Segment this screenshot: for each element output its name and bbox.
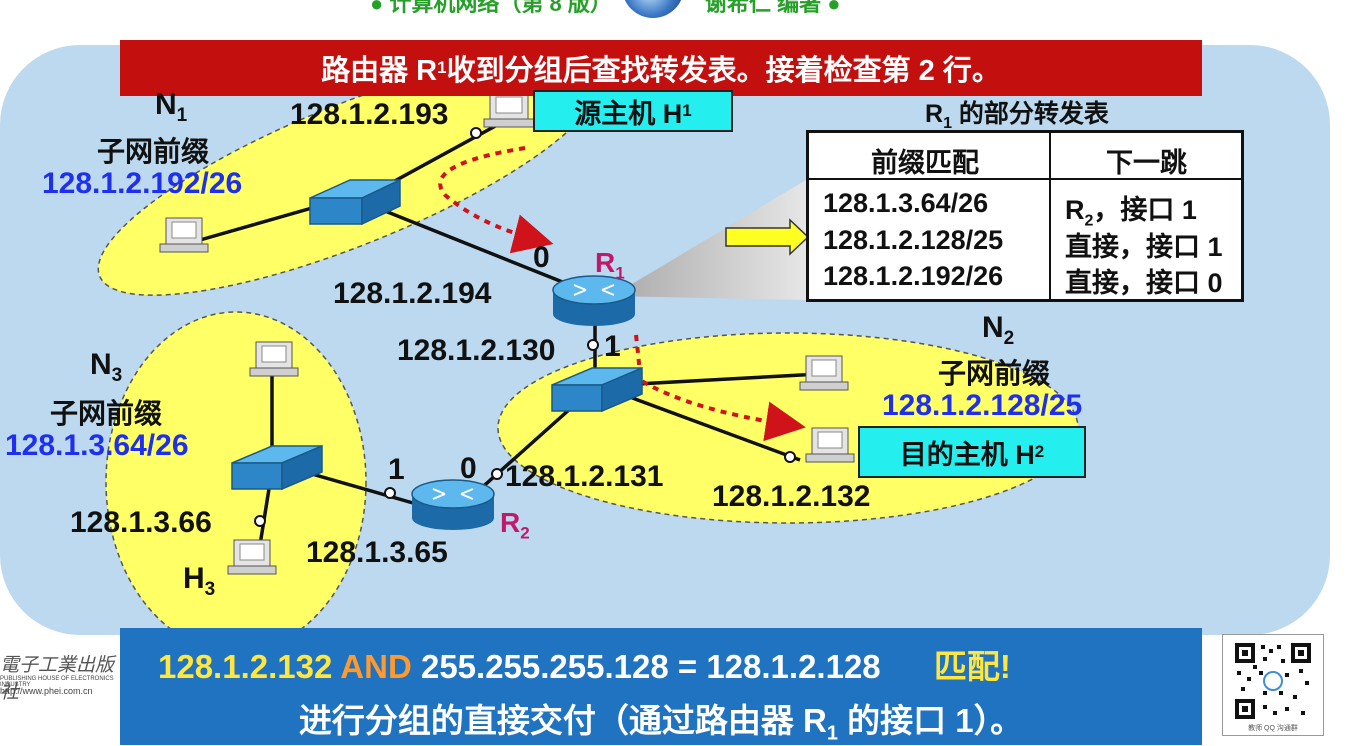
r1-port-1: 1 [604,330,621,363]
qr-code: 教师 QQ 沟通群 [1222,634,1324,736]
and-dest-address: 128.1.2.132 [158,648,333,685]
table-title-sub: 1 [943,115,952,132]
explanation-panel: 128.1.2.132 AND 255.255.255.128 = 128.1.… [120,628,1202,745]
computer-icon-n2-host [799,355,849,391]
table-row-2-next: 直接，接口 1 [1065,232,1223,262]
computer-icon-h3 [227,539,277,575]
n1-prefix: 128.1.2.192/26 [42,167,243,200]
n1-prefix-label: 子网前缀 [97,136,210,167]
n2-name-text: N [982,311,1004,344]
n1-name: N1 [155,88,187,127]
n3-name: N3 [90,348,122,387]
table-row-1-next-a: R [1065,195,1085,225]
n2-name: N2 [982,311,1014,350]
r2-port-0: 0 [460,452,477,485]
publisher-english: PUBLISHING HOUSE OF ELECTRONICS INDUSTRY [0,676,114,688]
table-divider-v [1049,133,1051,299]
banner-text-b: 收到分组后查找转发表。接着检查第 2 行。 [446,55,1001,87]
banner-sub: 1 [437,58,447,77]
dest-host-sub: 2 [1034,442,1045,461]
n3-name-sub: 3 [111,365,123,386]
h3-label-sub: 3 [204,579,216,600]
match-label: 匹配! [933,648,1011,685]
h3-label-text: H [183,562,205,595]
n3-prefix: 128.1.3.64/26 [5,429,189,462]
switch-icon-n2 [551,366,643,413]
table-row-2-prefix: 128.1.2.128/25 [823,225,1004,255]
computer-icon-n1-host [159,217,209,253]
r2-if0-address: 128.1.2.131 [505,460,664,493]
r1-if0-address: 128.1.2.194 [333,277,492,310]
n3-prefix-label: 子网前缀 [50,398,163,429]
n2-prefix: 128.1.2.128/25 [882,389,1083,422]
router-icon-r2 [411,479,495,530]
table-divider-h [809,178,1241,180]
table-row-3-prefix: 128.1.2.192/26 [823,261,1004,291]
r1-label-sub: 1 [615,263,625,283]
qr-pattern-icon [1235,643,1311,719]
table-row-1-prefix: 128.1.3.64/26 [823,188,989,218]
delivery-line: 进行分组的直接交付（通过路由器 R1 的接口 1）。 [120,694,1202,746]
r2-label: R2 [500,507,530,544]
h1-address: 128.1.2.193 [290,98,449,131]
r1-label: R1 [595,247,625,284]
and-computation-line: 128.1.2.132 AND 255.255.255.128 = 128.1.… [158,640,1011,688]
table-header-next-hop: 下一跳 [1106,148,1187,178]
n1-name-text: N [155,88,177,121]
table-title: R1 的部分转发表 [925,94,1109,133]
table-title-b: 的部分转发表 [951,100,1109,128]
n3-name-text: N [90,348,112,381]
h2-address: 128.1.2.132 [712,480,871,513]
publisher-name: 電子工業出版社 [0,654,115,703]
book-header: ● 计算机网络（第 8 版） 谢希仁 编著 ● [0,0,1352,22]
table-row-1-next-b: ，接口 1 [1093,195,1197,225]
table-row-1-next: R2，接口 1 [1065,188,1197,230]
n2-prefix-label: 子网前缀 [938,358,1051,389]
publisher-logo: 電子工業出版社 PUBLISHING HOUSE OF ELECTRONICS … [0,650,120,720]
switch-icon-n1 [309,178,401,226]
row-pointer-arrow [725,218,810,256]
n1-name-sub: 1 [176,105,188,126]
source-host-sub: 1 [682,101,692,120]
publisher-url: http://www.phei.com.cn [0,686,93,696]
r1-label-text: R [595,247,616,278]
h3-address: 128.1.3.66 [70,506,212,539]
table-header-prefix: 前缀匹配 [871,148,979,178]
r1-if1-address: 128.1.2.130 [397,334,556,367]
r2-if1-address: 128.1.3.65 [306,536,448,569]
r2-label-sub: 2 [520,523,530,543]
switch-icon-n3 [231,444,323,491]
delivery-text-b: 的接口 1）。 [837,702,1024,739]
forwarding-table: 前缀匹配 下一跳 128.1.3.64/26 R2，接口 1 128.1.2.1… [806,130,1244,302]
source-host-label: 源主机 H [574,98,683,129]
book-author-right: 谢希仁 编著 ● [705,0,841,16]
computer-icon-h2 [805,427,855,463]
delivery-text-a: 进行分组的直接交付（通过路由器 R [298,702,827,739]
table-row-1-next-sub: 2 [1084,212,1094,230]
dest-host-label: 目的主机 H [899,439,1035,470]
qr-caption: 教师 QQ 沟通群 [1248,725,1298,732]
n2-name-sub: 2 [1003,328,1015,349]
and-mask-result: 255.255.255.128 = 128.1.2.128 [420,648,881,685]
table-callout [612,180,806,300]
delivery-sub: 1 [826,722,838,745]
computer-icon-n3-top [249,341,299,377]
globe-icon [622,0,684,18]
computer-icon-h1 [483,92,535,128]
book-title-left: ● 计算机网络（第 8 版） [370,0,612,16]
r2-port-1: 1 [388,453,405,486]
router-icon-r1 [552,275,636,326]
r1-port-0: 0 [533,241,550,274]
h3-label: H3 [183,562,215,601]
r2-label-text: R [500,507,521,538]
table-row-3-next: 直接，接口 0 [1065,268,1223,298]
and-operator: AND [340,648,412,685]
banner-text-a: 路由器 R [321,55,438,87]
table-title-a: R [925,100,944,128]
